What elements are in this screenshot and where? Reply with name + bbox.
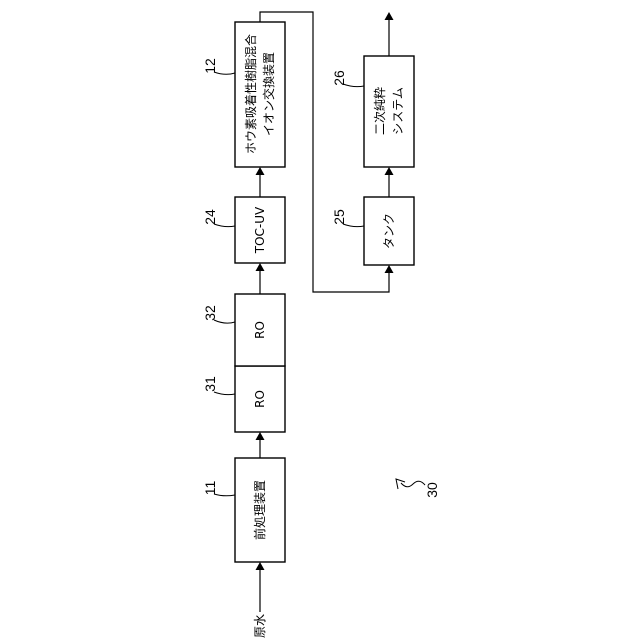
tank-label: タンク [382,213,396,249]
ref-number-tank: 25 [331,209,347,225]
ro-second-label: RO [253,321,267,339]
ro-first-label: RO [253,390,267,408]
flow-arrowhead-to-ion-exchange [256,167,265,175]
ion-exchange-unit-box [235,22,285,167]
ref-number-ro-second: 32 [202,305,218,321]
figure-ref-leader-arrowhead [396,479,405,489]
secondary-system-label-line2: システム [391,87,405,135]
figure-ref-number: 30 [424,482,440,498]
flow-arrowhead-to-secondary [385,167,394,175]
raw-water-inlet-arrowhead [256,562,265,570]
flow-arrowhead-to-ro [256,432,265,440]
outlet-arrowhead [385,12,394,20]
ion-exchange-label-line2: イオン交換装置 [261,52,276,136]
flow-arrowhead-to-tank [385,265,394,273]
ion-exchange-label-line1: ホウ素吸着性樹脂混合 [243,34,258,154]
pretreatment-label: 前処理装置 [252,480,267,540]
secondary-system-unit-box [364,56,414,167]
ref-number-toc-uv: 24 [202,209,218,225]
toc-uv-label: TOC-UV [253,206,267,254]
ref-number-ro-first: 31 [202,376,218,392]
secondary-system-label-line1: 二次純粋 [373,87,387,135]
ref-number-pretreatment: 11 [202,481,218,496]
flow-arrowhead-to-toc-uv [256,263,265,271]
ref-number-ion-exchange: 12 [202,58,218,74]
ref-number-secondary-system: 26 [331,70,347,86]
raw-water-label: 原水 [253,614,267,638]
